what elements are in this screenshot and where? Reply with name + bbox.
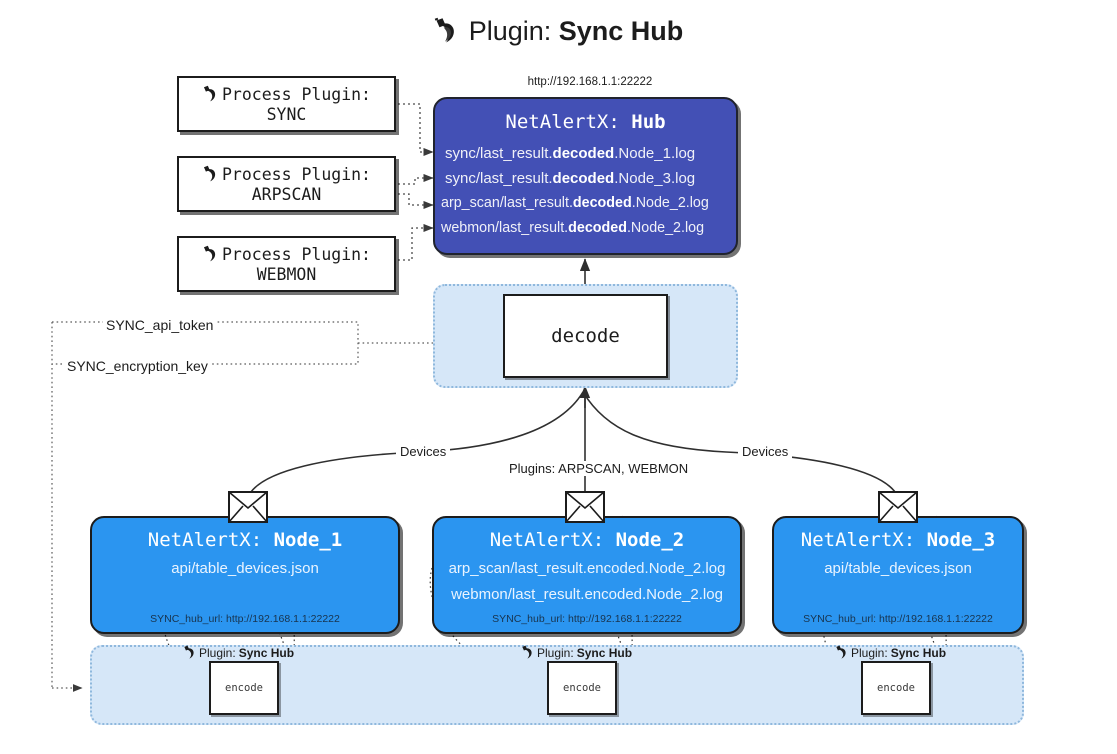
plug-icon [202,165,222,184]
process-plugin-webmon-box[interactable]: Process Plugin: WEBMON [177,236,396,292]
hub-log-post: .Node_3.log [614,170,696,187]
plug-icon [521,645,537,661]
plug-icon [183,645,199,661]
envelope-icon [565,491,605,523]
encoder-caption-name: Sync Hub [576,646,633,660]
process-plugin-arpscan-box[interactable]: Process Plugin: ARPSCAN [177,156,396,212]
page-title-prefix: Plugin: [468,16,552,46]
hub-log-post: .Node_2.log [626,220,705,236]
page-title-name: Sync Hub [558,16,684,46]
hub-node-box[interactable]: NetAlertX: Hub sync/last_result.decoded.… [433,97,738,255]
node-title-prefix: NetAlertX: [800,529,916,551]
node-footer: SYNC_hub_url: http://192.168.1.1:22222 [492,613,682,625]
encode1-box[interactable]: encode [209,661,279,715]
hub-log-post: .Node_2.log [631,195,709,211]
process-plugin-line1: Process Plugin: [221,244,371,264]
node-title-prefix: NetAlertX: [147,529,263,551]
sync-encryption-key-label: SYNC_encryption_key [64,358,211,374]
edge-label-devices-left: Devices [396,444,451,459]
envelope-icon [878,491,918,523]
node-footer: SYNC_hub_url: http://192.168.1.1:22222 [150,613,340,625]
plug-icon [434,17,464,52]
encoder1-caption: Plugin: Sync Hub [183,645,294,661]
plugin-to-hub-connectors [398,103,434,261]
hub-log-pre: arp_scan/last_result. [441,195,573,211]
process-plugin-line1: Process Plugin: [221,84,371,104]
process-plugin-sync-box[interactable]: Process Plugin: SYNC [177,76,396,132]
hub-log-pre: sync/last_result. [445,145,553,162]
plug-icon [202,245,222,264]
process-plugin-line2: ARPSCAN [251,184,322,204]
node-title-name: Node_2 [615,529,685,551]
encoder-caption-name: Sync Hub [238,646,295,660]
hub-log-strong: decoded [552,170,615,187]
node-line: webmon/last_result.encoded.Node_2.log [451,586,723,603]
encoder2-caption: Plugin: Sync Hub [521,645,632,661]
hub-log-row: sync/last_result.decoded.Node_1.log [435,141,736,166]
hub-title-prefix: NetAlertX: [505,111,620,133]
encode3-box[interactable]: encode [861,661,931,715]
encoder-caption-prefix: Plugin: [851,646,888,660]
nodes-to-decode-edges [247,391,899,498]
node-line: api/table_devices.json [171,560,319,577]
edge-label-plugins: Plugins: ARPSCAN, WEBMON [505,461,693,476]
node-title-name: Node_1 [273,529,343,551]
process-plugin-line2: SYNC [266,104,307,124]
sync-api-token-label: SYNC_api_token [103,317,217,333]
node-footer: SYNC_hub_url: http://192.168.1.1:22222 [803,613,993,625]
hub-log-row: webmon/last_result.decoded.Node_2.log [435,216,736,241]
encoder-caption-prefix: Plugin: [199,646,236,660]
hub-log-row: sync/last_result.decoded.Node_3.log [435,166,736,191]
hub-url-label: http://192.168.1.1:22222 [527,76,653,88]
node-title: NetAlertX: Node_3 [774,529,1022,551]
plug-icon [202,85,222,104]
hub-log-strong: decoded [568,220,627,236]
node-title-prefix: NetAlertX: [489,529,605,551]
hub-log-row: arp_scan/last_result.decoded.Node_2.log [435,191,736,216]
node-title-name: Node_3 [926,529,996,551]
hub-log-list: sync/last_result.decoded.Node_1.log sync… [435,141,736,241]
hub-title-name: Hub [631,111,666,133]
hub-log-post: .Node_1.log [614,145,696,162]
encoder-caption-name: Sync Hub [890,646,947,660]
hub-log-strong: decoded [572,195,632,211]
node-title: NetAlertX: Node_2 [434,529,740,551]
node3-box[interactable]: NetAlertX: Node_3 api/table_devices.json… [772,516,1024,634]
node2-box[interactable]: NetAlertX: Node_2 arp_scan/last_result.e… [432,516,742,634]
node-title: NetAlertX: Node_1 [92,529,398,551]
encoder-caption-prefix: Plugin: [537,646,574,660]
decode-box[interactable]: decode [503,294,668,378]
page-title: Plugin: Sync Hub [0,16,1117,52]
hub-log-pre: webmon/last_result. [441,220,569,236]
encoder3-caption: Plugin: Sync Hub [835,645,946,661]
hub-title: NetAlertX: Hub [435,111,736,133]
hub-log-strong: decoded [552,145,615,162]
node-line: arp_scan/last_result.encoded.Node_2.log [448,560,726,577]
edge-label-devices-right: Devices [738,444,793,459]
envelope-icon [228,491,268,523]
encode2-box[interactable]: encode [547,661,617,715]
node-line: api/table_devices.json [824,560,972,577]
process-plugin-line2: WEBMON [256,264,317,284]
hub-log-pre: sync/last_result. [445,170,553,187]
node1-box[interactable]: NetAlertX: Node_1 api/table_devices.json… [90,516,400,634]
process-plugin-line1: Process Plugin: [221,164,371,184]
plug-icon [835,645,851,661]
